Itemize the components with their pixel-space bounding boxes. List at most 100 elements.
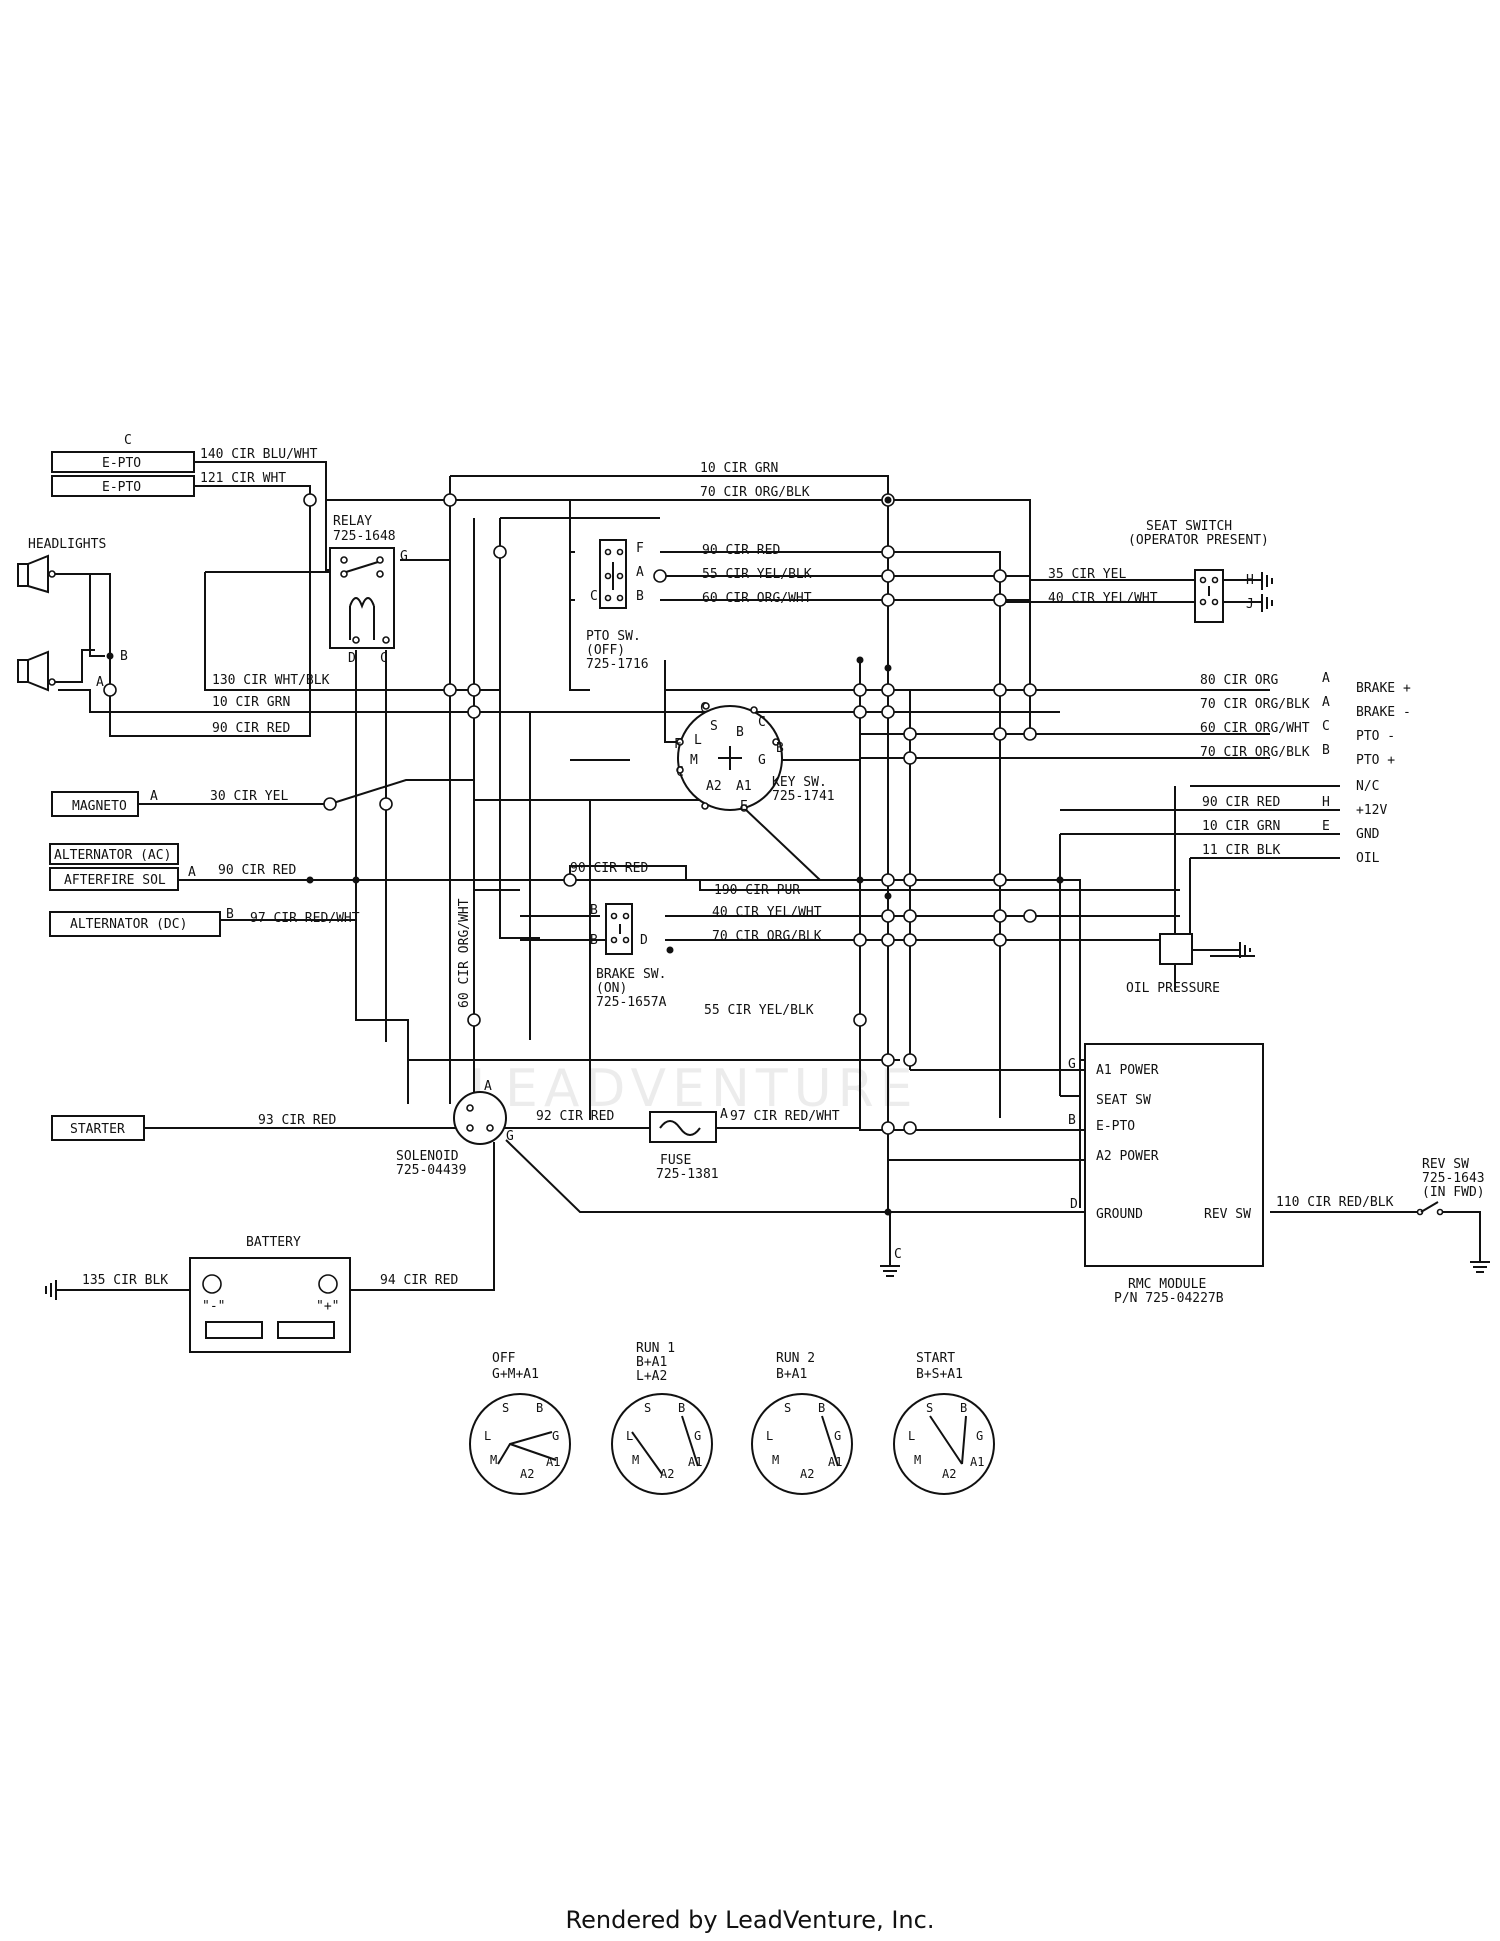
- wire-label: 10 CIR GRN: [212, 695, 290, 710]
- connector-label-brake-minus: BRAKE -: [1356, 705, 1411, 720]
- svg-text:L: L: [908, 1429, 915, 1443]
- wire-label: 97 CIR RED/WHT: [730, 1109, 840, 1124]
- wire-label: 40 CIR YEL/WHT: [1048, 591, 1158, 606]
- alternator-ac-label: ALTERNATOR (AC): [54, 848, 171, 863]
- connector-label-pto-minus: PTO -: [1356, 729, 1395, 744]
- oil-pressure-sender-icon: [1159, 933, 1251, 965]
- wire-label: 70 CIR ORG/BLK: [700, 485, 810, 500]
- key-position-title: OFF: [492, 1351, 516, 1366]
- wires: [55, 461, 1481, 1291]
- wire-label: 97 CIR RED/WHT: [250, 911, 360, 926]
- wire-label: 60 CIR ORG/WHT: [1200, 721, 1310, 736]
- svg-text:S: S: [502, 1401, 509, 1415]
- rmc-input-d: D: [1070, 1197, 1078, 1212]
- svg-text:M: M: [914, 1453, 921, 1467]
- solenoid-pin-a: A: [484, 1079, 492, 1094]
- svg-text:A2: A2: [800, 1467, 814, 1481]
- alternator-dc-box: [49, 911, 221, 937]
- key-position-combo: B+A1: [776, 1367, 807, 1382]
- key-position-combo: B+S+A1: [916, 1367, 963, 1382]
- wire-label: 60 CIR ORG/WHT: [457, 898, 472, 1008]
- key-pin-b-inner: B: [736, 725, 744, 740]
- wire-label: 70 CIR ORG/BLK: [1200, 697, 1310, 712]
- starter-box: [51, 1115, 145, 1141]
- wire-label: 93 CIR RED: [258, 1113, 336, 1128]
- headlight-pin-a: A: [96, 675, 104, 690]
- rmc-pin-a1-power: A1 POWER: [1096, 1063, 1159, 1078]
- headlights-label: HEADLIGHTS: [28, 537, 106, 552]
- wire-crossovers: [103, 493, 1037, 1135]
- wire-label: 40 CIR YEL/WHT: [712, 905, 822, 920]
- rmc-module-box: [1084, 1043, 1264, 1267]
- key-position-title: RUN 1: [636, 1341, 675, 1356]
- key-pin-c-right: C: [758, 715, 766, 730]
- svg-text:G: G: [834, 1429, 841, 1443]
- svg-text:S: S: [926, 1401, 933, 1415]
- afterfire-sol-label: AFTERFIRE SOL: [64, 873, 166, 888]
- svg-text:M: M: [632, 1453, 639, 1467]
- key-switch-icon: [676, 702, 783, 812]
- rmc-module-part-number: P/N 725-04227B: [1114, 1291, 1224, 1306]
- rmc-pin-ground: GROUND: [1096, 1207, 1143, 1222]
- brake-switch-part-number: 725-1657A: [596, 995, 667, 1010]
- rmc-module-label: RMC MODULE: [1128, 1277, 1206, 1292]
- seat-switch-icon: [1194, 569, 1224, 623]
- seat-switch-label: SEAT SWITCH: [1146, 519, 1232, 534]
- battery-icon: [189, 1257, 351, 1353]
- battery-label: BATTERY: [246, 1235, 301, 1250]
- key-switch-part-number: 725-1741: [772, 789, 835, 804]
- rmc-input-g: G: [1068, 1057, 1076, 1072]
- connector-pin: H: [1322, 795, 1330, 810]
- wire-label: 90 CIR RED: [570, 861, 648, 876]
- fuse-icon: [649, 1111, 717, 1143]
- relay-part-number: 725-1648: [333, 529, 396, 544]
- alternator-dc-pin-b: B: [226, 907, 234, 922]
- ground-icon: [1470, 1261, 1490, 1273]
- svg-text:M: M: [772, 1453, 779, 1467]
- svg-text:S: S: [644, 1401, 651, 1415]
- battery-positive-terminal: "+": [316, 1299, 339, 1314]
- rmc-pin-epto: E-PTO: [1096, 1119, 1135, 1134]
- svg-text:A1: A1: [970, 1455, 984, 1469]
- wire-label: 35 CIR YEL: [1048, 567, 1126, 582]
- starter-label: STARTER: [70, 1122, 125, 1137]
- magneto-box: [51, 791, 139, 817]
- connector-pin: A: [1322, 695, 1330, 710]
- afterfire-pin-a: A: [188, 865, 196, 880]
- key-position-combo: B+A1: [636, 1355, 667, 1370]
- pto-switch-state: (OFF): [586, 643, 625, 658]
- solenoid-icon: [453, 1091, 507, 1145]
- svg-text:M: M: [490, 1453, 497, 1467]
- key-position-combo: G+M+A1: [492, 1367, 539, 1382]
- key-switch-label: KEY SW.: [772, 775, 827, 790]
- relay-pin-d: D: [348, 651, 356, 666]
- wire-label: 94 CIR RED: [380, 1273, 458, 1288]
- solenoid-pin-g: G: [506, 1129, 514, 1144]
- key-pin-b-outer: B: [776, 741, 784, 756]
- wire-label: 140 CIR BLU/WHT: [200, 447, 318, 462]
- wire-label: 55 CIR YEL/BLK: [702, 567, 812, 582]
- pto-switch-part-number: 725-1716: [586, 657, 649, 672]
- magneto-label: MAGNETO: [72, 799, 127, 814]
- headlight-icon: [17, 650, 56, 692]
- alternator-dc-label: ALTERNATOR (DC): [70, 917, 187, 932]
- connector-label-oil: OIL: [1356, 851, 1380, 866]
- magneto-pin-a: A: [150, 789, 158, 804]
- wire-label: 190 CIR PUR: [714, 883, 800, 898]
- solenoid-label: SOLENOID: [396, 1149, 459, 1164]
- key-position-title: RUN 2: [776, 1351, 815, 1366]
- connector-pin: A: [1322, 671, 1330, 686]
- svg-text:G: G: [552, 1429, 559, 1443]
- epto-box-1: [51, 451, 195, 473]
- pto-pin-a: A: [636, 565, 644, 580]
- pto-pin-f: F: [636, 541, 644, 556]
- seat-pin-j: J: [1246, 597, 1254, 612]
- pto-pin-c: C: [590, 589, 598, 604]
- key-pin-c-top: C: [700, 701, 708, 716]
- brake-pin-b-top: B: [590, 903, 598, 918]
- wire-label: 135 CIR BLK: [82, 1273, 168, 1288]
